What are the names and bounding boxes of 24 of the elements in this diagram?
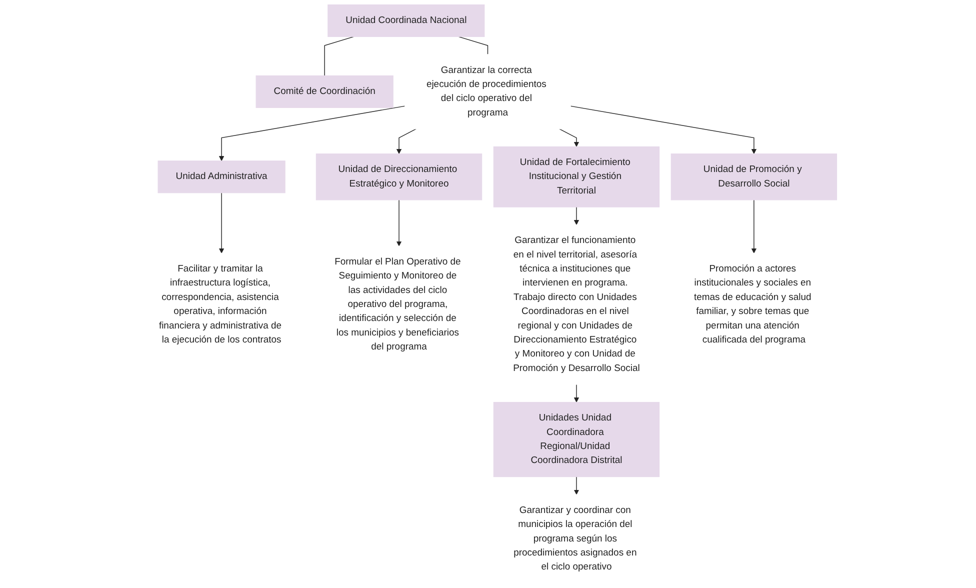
connector bbox=[458, 36, 488, 55]
node-box: Unidad de Promoción y Desarrollo Social bbox=[671, 154, 838, 200]
node-text: Formular el Plan Operativo de Seguimiento y Monitoreo de las actividades del ciclo operativo del programa, identificación y selección de los municipios y beneficiarios del programa bbox=[334, 256, 462, 352]
arrow bbox=[559, 128, 580, 147]
node-box: Unidades Unidad Coordinadora Regional/Unidad Coordinadora Distrital bbox=[494, 402, 660, 478]
node-box: Unidad Coordinada Nacional bbox=[328, 4, 485, 37]
node-box: Comité de Coordinación bbox=[256, 75, 394, 108]
node-text: Promoción a actores institucionales y sociales en temas de educación y salud familiar, y sobre temas que permitan una atención cualificada del programa bbox=[694, 264, 812, 345]
arrow bbox=[570, 106, 757, 154]
arrow bbox=[219, 106, 406, 162]
arrow bbox=[396, 200, 402, 246]
arrow bbox=[396, 128, 417, 154]
node-text: Facilitar y tramitar la infraestructura logística, correspondencia, asistencia operativa, información financiera y administrativa de la ejecución de los contratos bbox=[159, 264, 282, 345]
node-box: Unidad Administrativa bbox=[158, 160, 286, 194]
node-box: Unidad de Fortalecimiento Institucional y Gestión Territorial bbox=[494, 146, 660, 208]
node-box: Unidad de Direccionamiento Estratégico y Monitoreo bbox=[316, 154, 482, 200]
arrow bbox=[574, 476, 580, 495]
arrow bbox=[219, 192, 224, 254]
node-text: Garantizar y coordinar con municipios la operación del programa según los procedimientos asignados en el ciclo operativo bbox=[514, 505, 637, 572]
arrow bbox=[752, 200, 757, 254]
arrow bbox=[574, 384, 580, 402]
arrow bbox=[574, 206, 580, 226]
node-text: Garantizar la correcta ejecución de procedimientos del ciclo operativo del programa bbox=[426, 65, 547, 118]
node-text: Garantizar el funcionamiento en el nivel territorial, asesoría técnica a instituciones que intervienen en programa. Trabajo directo con Unidades Coordinadoras en el nivel regional y con Unidades de Direccionamiento Estratégico y Monitoreo y con Unidad de Promoción y Desarrollo Social bbox=[513, 235, 640, 374]
